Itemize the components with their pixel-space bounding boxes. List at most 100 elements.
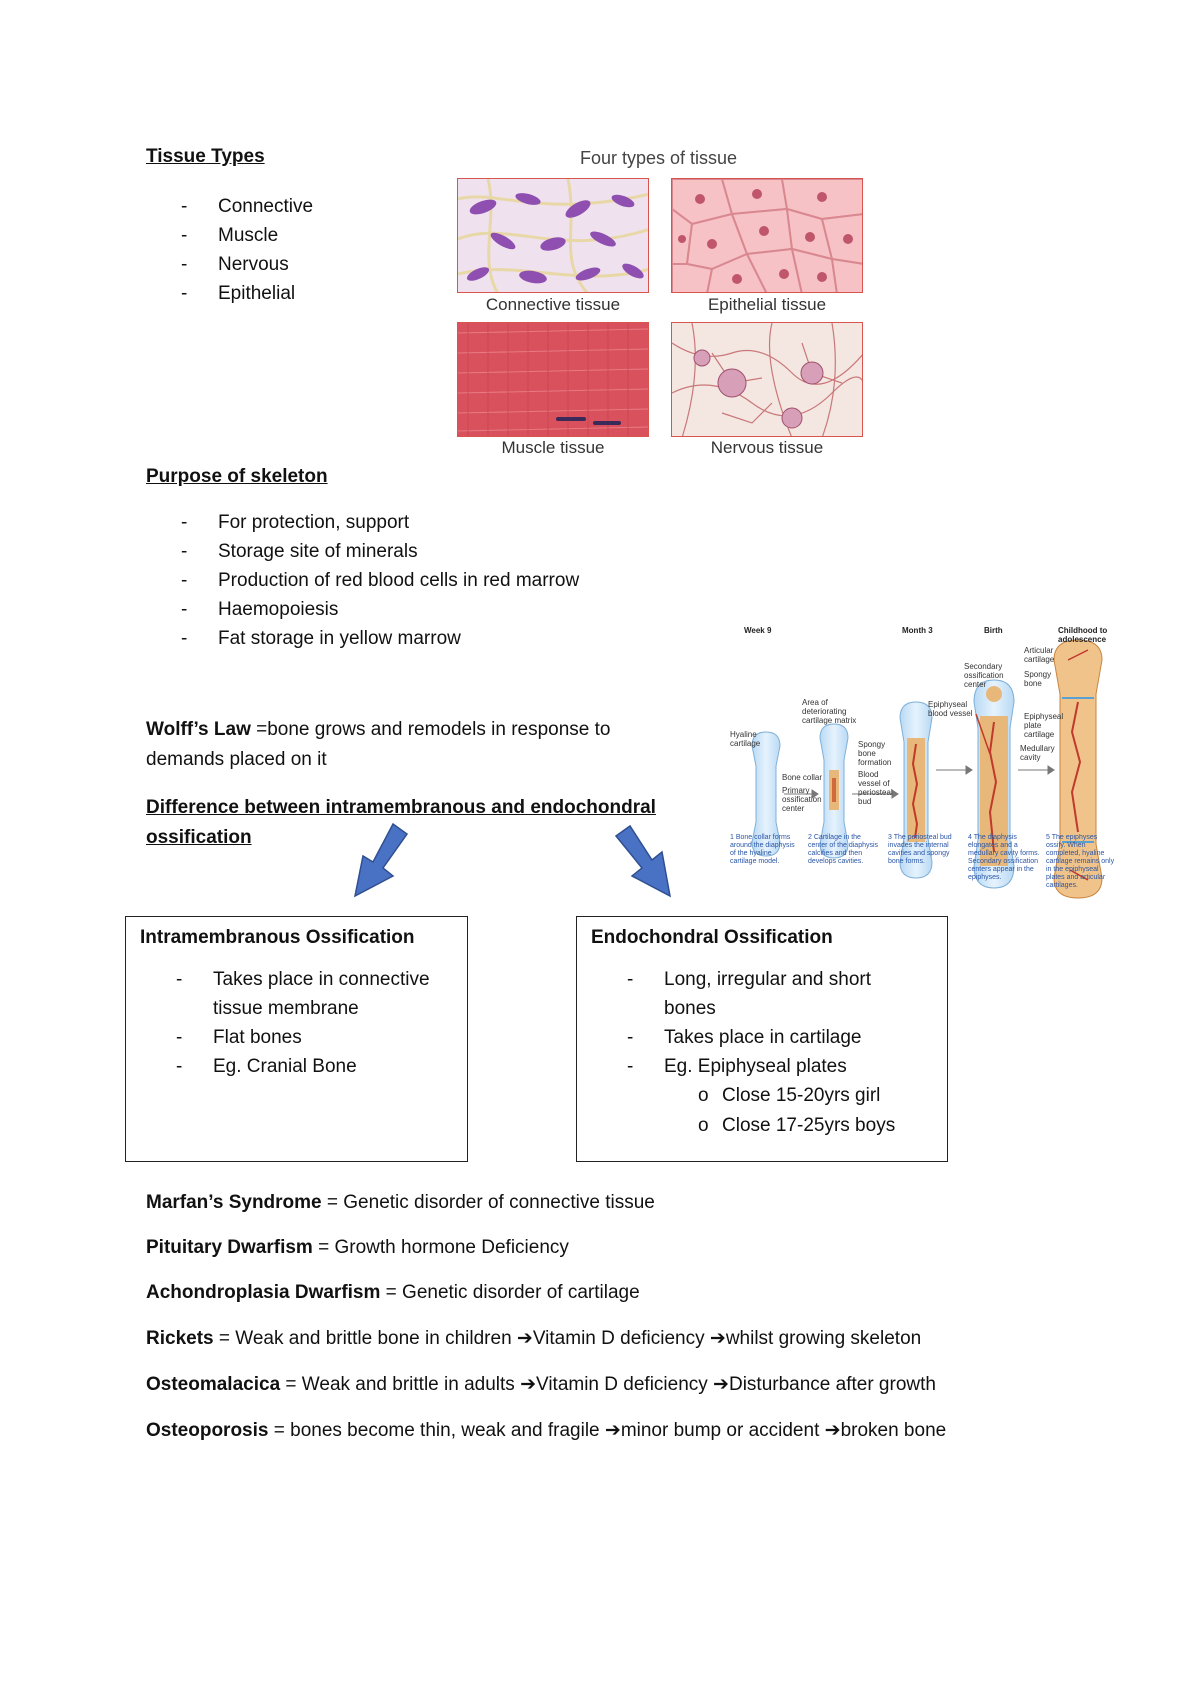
label-articular: Articular cartilage	[1024, 646, 1055, 664]
label-spongy: Spongy bone	[1024, 670, 1052, 688]
difference-heading: Difference between intramembranous and e…	[146, 793, 656, 853]
list-item: Fat storage in yellow marrow	[146, 624, 579, 653]
list-item: Takes place in cartilage	[577, 1023, 933, 1052]
arrow-right-icon: ➔	[516, 1327, 533, 1349]
arrow-right-icon	[614, 824, 672, 898]
list-item: Long, irregular and short bones	[577, 965, 894, 1023]
label-primary: Primary ossification center	[782, 786, 822, 813]
definition-achondroplasia: Achondroplasia Dwarfism = Genetic disord…	[146, 1278, 946, 1308]
intramembranous-box: Intramembranous Ossification Takes place…	[125, 916, 468, 1162]
connective-tissue-label: Connective tissue	[485, 295, 621, 314]
label-collar: Bone collar	[782, 773, 823, 782]
wolffs-law-definition: =bone grows and remodels in response to	[250, 719, 611, 740]
stage-month3: Month 3	[902, 626, 933, 635]
skeleton-heading: Purpose of skeleton	[146, 466, 328, 487]
ossification-illustration	[751, 639, 1103, 899]
list-item: Production of red blood cells in red mar…	[146, 566, 579, 595]
label-medullary: Medullary cavity	[1020, 744, 1055, 762]
arrow-right-icon: ➔	[520, 1373, 536, 1395]
term-text: Vitamin D deficiency	[532, 1328, 710, 1349]
term-text: = Weak and brittle bone in children	[213, 1328, 517, 1349]
muscle-tissue-image	[457, 322, 649, 437]
list-item: Connective	[146, 192, 313, 221]
caption-4: 4 The diaphysis elongates and a medullar…	[968, 834, 1040, 881]
intramembranous-list: Takes place in connective tissue membran…	[126, 965, 453, 1081]
label-spongy-formation: Spongy bone formation	[858, 740, 892, 767]
connective-tissue-image	[457, 178, 649, 293]
difference-heading-line1: Difference between intramembranous and e…	[146, 797, 656, 818]
difference-heading-line2: ossification	[146, 827, 252, 848]
term: Marfan’s Syndrome	[146, 1192, 322, 1213]
caption-3: 3 The periosteal bud invades the interna…	[888, 834, 952, 865]
term-text: = Weak and brittle in adults	[280, 1374, 521, 1395]
arrow-right-icon: ➔	[604, 1419, 621, 1441]
caption-1: 1 Bone collar forms around the diaphysis…	[730, 834, 795, 865]
caption-5: 5 The epiphyses ossify. When completed, …	[1046, 834, 1115, 889]
tissue-figure: Four types of tissue	[450, 145, 870, 457]
term: Achondroplasia Dwarfism	[146, 1282, 381, 1303]
term-text: = bones become thin, weak and fragile	[268, 1420, 605, 1441]
tissue-types-list: Connective Muscle Nervous Epithelial	[146, 192, 313, 308]
muscle-tissue-label: Muscle tissue	[501, 438, 605, 457]
stage-childhood: Childhood to adolescence	[1058, 626, 1108, 644]
endochondral-list: Long, irregular and short bones Takes pl…	[577, 965, 933, 1081]
wolffs-law-term: Wolff’s Law	[146, 719, 251, 740]
term-text: = Growth hormone Deficiency	[312, 1237, 569, 1258]
definition-rickets: Rickets = Weak and brittle bone in child…	[146, 1323, 946, 1354]
term-text: Vitamin D deficiency	[535, 1374, 714, 1395]
nervous-tissue-label: Nervous tissue	[710, 438, 824, 457]
list-item: Close 15-20yrs girl	[577, 1081, 933, 1111]
label-blood-vessel: Blood vessel of periosteal bud	[858, 770, 893, 806]
definitions: Marfan’s Syndrome = Genetic disorder of …	[146, 1188, 946, 1446]
definition-pituitary: Pituitary Dwarfism = Growth hormone Defi…	[146, 1233, 946, 1263]
nervous-tissue-image	[671, 322, 863, 437]
epithelial-tissue-image	[671, 178, 863, 293]
term-text: Disturbance after growth	[728, 1374, 936, 1395]
tissue-figure-title: Four types of tissue	[580, 148, 738, 168]
list-item: Takes place in connective tissue membran…	[126, 965, 443, 1023]
list-item: Flat bones	[126, 1023, 453, 1052]
list-item: Haemopoiesis	[146, 595, 579, 624]
term: Osteoporosis	[146, 1420, 269, 1441]
term-text: = Genetic disorder of connective tissue	[321, 1192, 655, 1213]
wolffs-law: Wolff’s Law =bone grows and remodels in …	[146, 715, 610, 775]
term: Rickets	[146, 1328, 214, 1349]
arrow-right-icon: ➔	[709, 1327, 726, 1349]
endochondral-title: Endochondral Ossification	[591, 927, 833, 948]
skeleton-list: For protection, support Storage site of …	[146, 508, 579, 653]
ossification-figure: Week 9 Month 3 Birth Childhood to adoles…	[728, 620, 1118, 902]
label-secondary: Secondary ossification center	[964, 662, 1004, 689]
list-item: Nervous	[146, 250, 313, 279]
label-hyaline: Hyaline cartilage	[730, 730, 761, 748]
endochondral-box: Endochondral Ossification Long, irregula…	[576, 916, 948, 1162]
definition-osteoporosis: Osteoporosis = bones become thin, weak a…	[146, 1415, 946, 1446]
epithelial-tissue-label: Epithelial tissue	[707, 295, 827, 314]
list-item: Close 17-25yrs boys	[577, 1111, 933, 1141]
term: Pituitary Dwarfism	[146, 1237, 313, 1258]
term-text: whilst growing skeleton	[725, 1328, 922, 1349]
wolffs-law-line2: demands placed on it	[146, 749, 327, 770]
list-item: Epithelial	[146, 279, 313, 308]
arrow-right-icon: ➔	[824, 1419, 841, 1441]
term-text: broken bone	[840, 1420, 947, 1441]
term-text: = Genetic disorder of cartilage	[380, 1282, 640, 1303]
list-item: For protection, support	[146, 508, 579, 537]
list-item: Eg. Epiphyseal plates	[577, 1052, 933, 1081]
label-area: Area of deteriorating cartilage matrix	[802, 698, 857, 725]
list-item: Storage site of minerals	[146, 537, 579, 566]
caption-2: 2 Cartilage in the center of the diaphys…	[808, 834, 879, 865]
definition-marfan: Marfan’s Syndrome = Genetic disorder of …	[146, 1188, 946, 1218]
stage-week9: Week 9	[744, 626, 772, 635]
list-item: Eg. Cranial Bone	[126, 1052, 453, 1081]
term: Osteomalacica	[146, 1374, 281, 1395]
endochondral-sublist: Close 15-20yrs girl Close 17-25yrs boys	[577, 1081, 933, 1141]
term-text: minor bump or accident	[620, 1420, 825, 1441]
arrow-right-icon: ➔	[713, 1373, 729, 1395]
definition-osteomalacia: Osteomalacica = Weak and brittle in adul…	[146, 1369, 946, 1400]
stage-birth: Birth	[984, 626, 1003, 635]
list-item: Muscle	[146, 221, 313, 250]
label-epiphyseal-vessel: Epiphyseal blood vessel	[928, 700, 973, 718]
tissue-types-heading: Tissue Types	[146, 146, 265, 167]
intramembranous-title: Intramembranous Ossification	[140, 927, 415, 948]
arrow-left-icon	[353, 822, 409, 898]
